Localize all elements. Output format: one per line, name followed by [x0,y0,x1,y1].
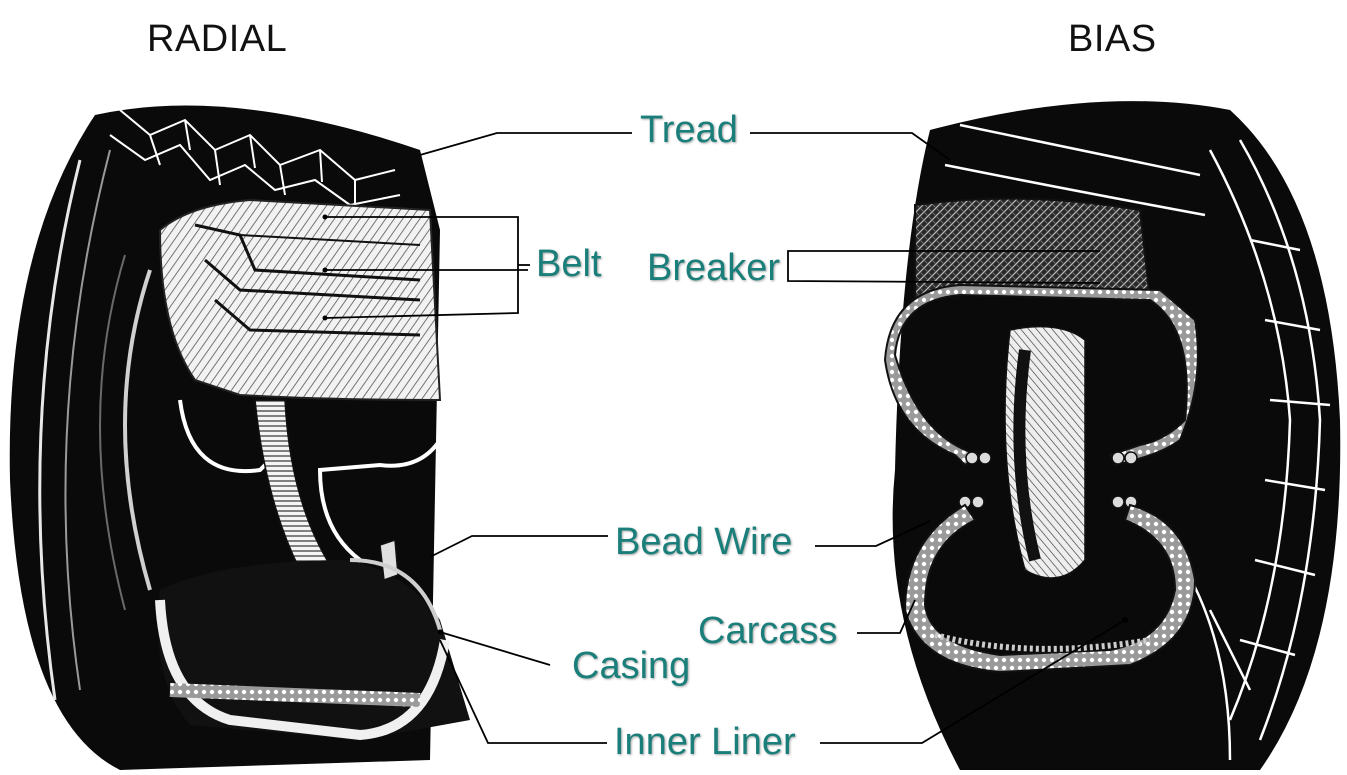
leader-casing [439,631,551,666]
radial-belt-section [158,198,442,402]
leader-lines [324,132,1126,744]
leader-tread-bias [750,132,951,161]
label-tread: Tread [640,109,738,151]
leader-liner-radial [439,639,607,744]
label-belt: Belt [536,243,602,285]
bias-carcass-lower [903,503,1197,674]
leader-carcass [857,599,916,634]
bias-tire-illustration [883,101,1341,771]
label-inner-liner: Inner Liner [614,721,796,763]
label-carcass: Carcass [698,610,838,652]
bias-carcass-upper [883,283,1199,467]
radial-tire-illustration [9,105,470,771]
leader-breaker [787,250,1101,284]
label-breaker: Breaker [647,247,781,289]
label-bead-wire: Bead Wire [615,521,793,563]
label-casing: Casing [572,645,691,687]
leader-bead-radial [429,535,608,558]
bias-heading: BIAS [1068,18,1157,60]
bias-breaker-section [914,197,1152,302]
leader-liner-bias [820,619,1126,744]
leader-tread-radial [419,132,632,156]
leader-bead-bias [815,520,931,547]
radial-heading: RADIAL [147,18,288,60]
